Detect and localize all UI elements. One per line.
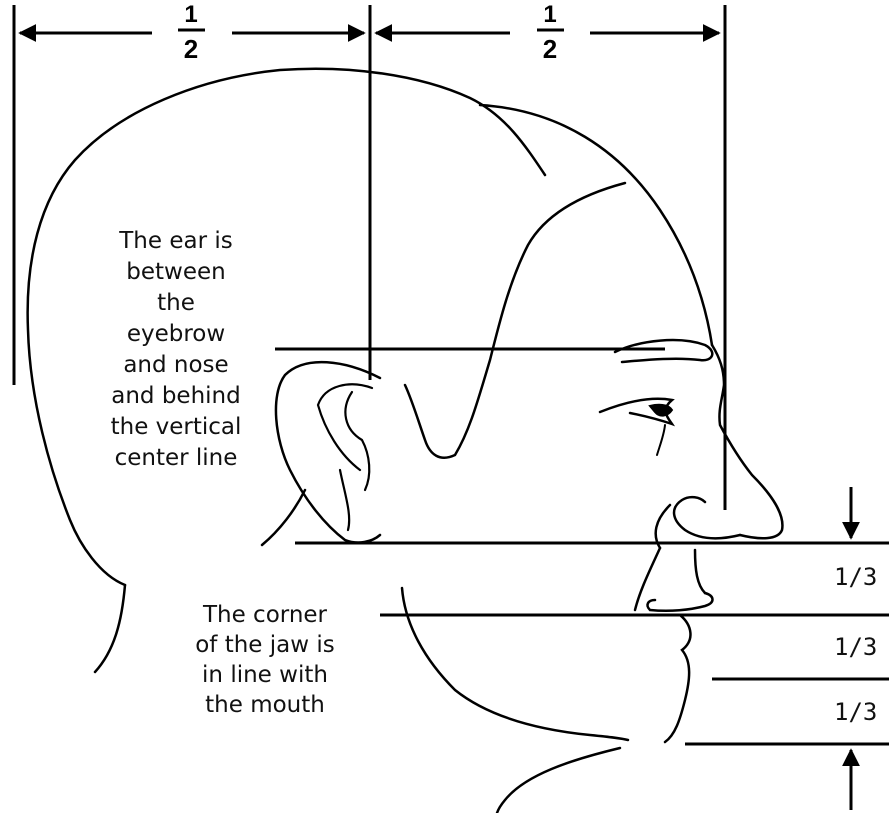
- ear-note-line: eyebrow: [80, 319, 272, 350]
- eyebrow: [615, 340, 712, 362]
- ear-note-line: the: [80, 288, 272, 319]
- lower-lip-chin: [665, 615, 690, 742]
- neck-back-line: [95, 585, 125, 672]
- cheek-line: [635, 548, 660, 610]
- left-half-fraction: 1 2: [178, 1, 205, 64]
- eye-pupil: [650, 405, 672, 416]
- hairline-top: [480, 105, 712, 345]
- ear-note-line: and nose: [80, 350, 272, 381]
- neck-front-line: [497, 748, 620, 813]
- jaw-note-line: The corner: [160, 600, 370, 630]
- middle-third-label: 1/3: [834, 633, 877, 661]
- ear-outer: [276, 362, 380, 542]
- left-half-denominator: 2: [184, 34, 198, 64]
- upper-third-label: 1/3: [834, 563, 877, 591]
- neck-side-line: [262, 490, 305, 545]
- ear-inner-curve: [345, 392, 369, 490]
- eye-lower-line: [657, 425, 665, 455]
- nose-bottom: [674, 497, 740, 538]
- ear-placement-note: The ear is between the eyebrow and nose …: [80, 226, 272, 474]
- temple-hair-line: [405, 183, 625, 458]
- ear-note-line: The ear is: [80, 226, 272, 257]
- ear-inner-fold: [318, 384, 372, 470]
- jaw-line: [402, 588, 628, 740]
- mouth: [648, 593, 713, 611]
- lower-third-label: 1/3: [834, 698, 877, 726]
- upper-lip: [695, 550, 705, 593]
- forehead-nose-profile: [712, 345, 782, 538]
- jaw-placement-note: The corner of the jaw is in line with th…: [160, 600, 370, 720]
- jaw-note-line: of the jaw is: [160, 630, 370, 660]
- ear-lobe-line: [340, 470, 349, 530]
- jaw-note-line: the mouth: [160, 690, 370, 720]
- ear-note-line: the vertical: [80, 412, 272, 443]
- left-half-numerator: 1: [184, 1, 197, 28]
- right-half-numerator: 1: [543, 1, 556, 28]
- ear-note-line: and behind: [80, 381, 272, 412]
- ear-note-line: between: [80, 257, 272, 288]
- right-half-fraction: 1 2: [537, 1, 564, 64]
- ear-note-line: center line: [80, 443, 272, 474]
- right-half-denominator: 2: [543, 34, 557, 64]
- jaw-note-line: in line with: [160, 660, 370, 690]
